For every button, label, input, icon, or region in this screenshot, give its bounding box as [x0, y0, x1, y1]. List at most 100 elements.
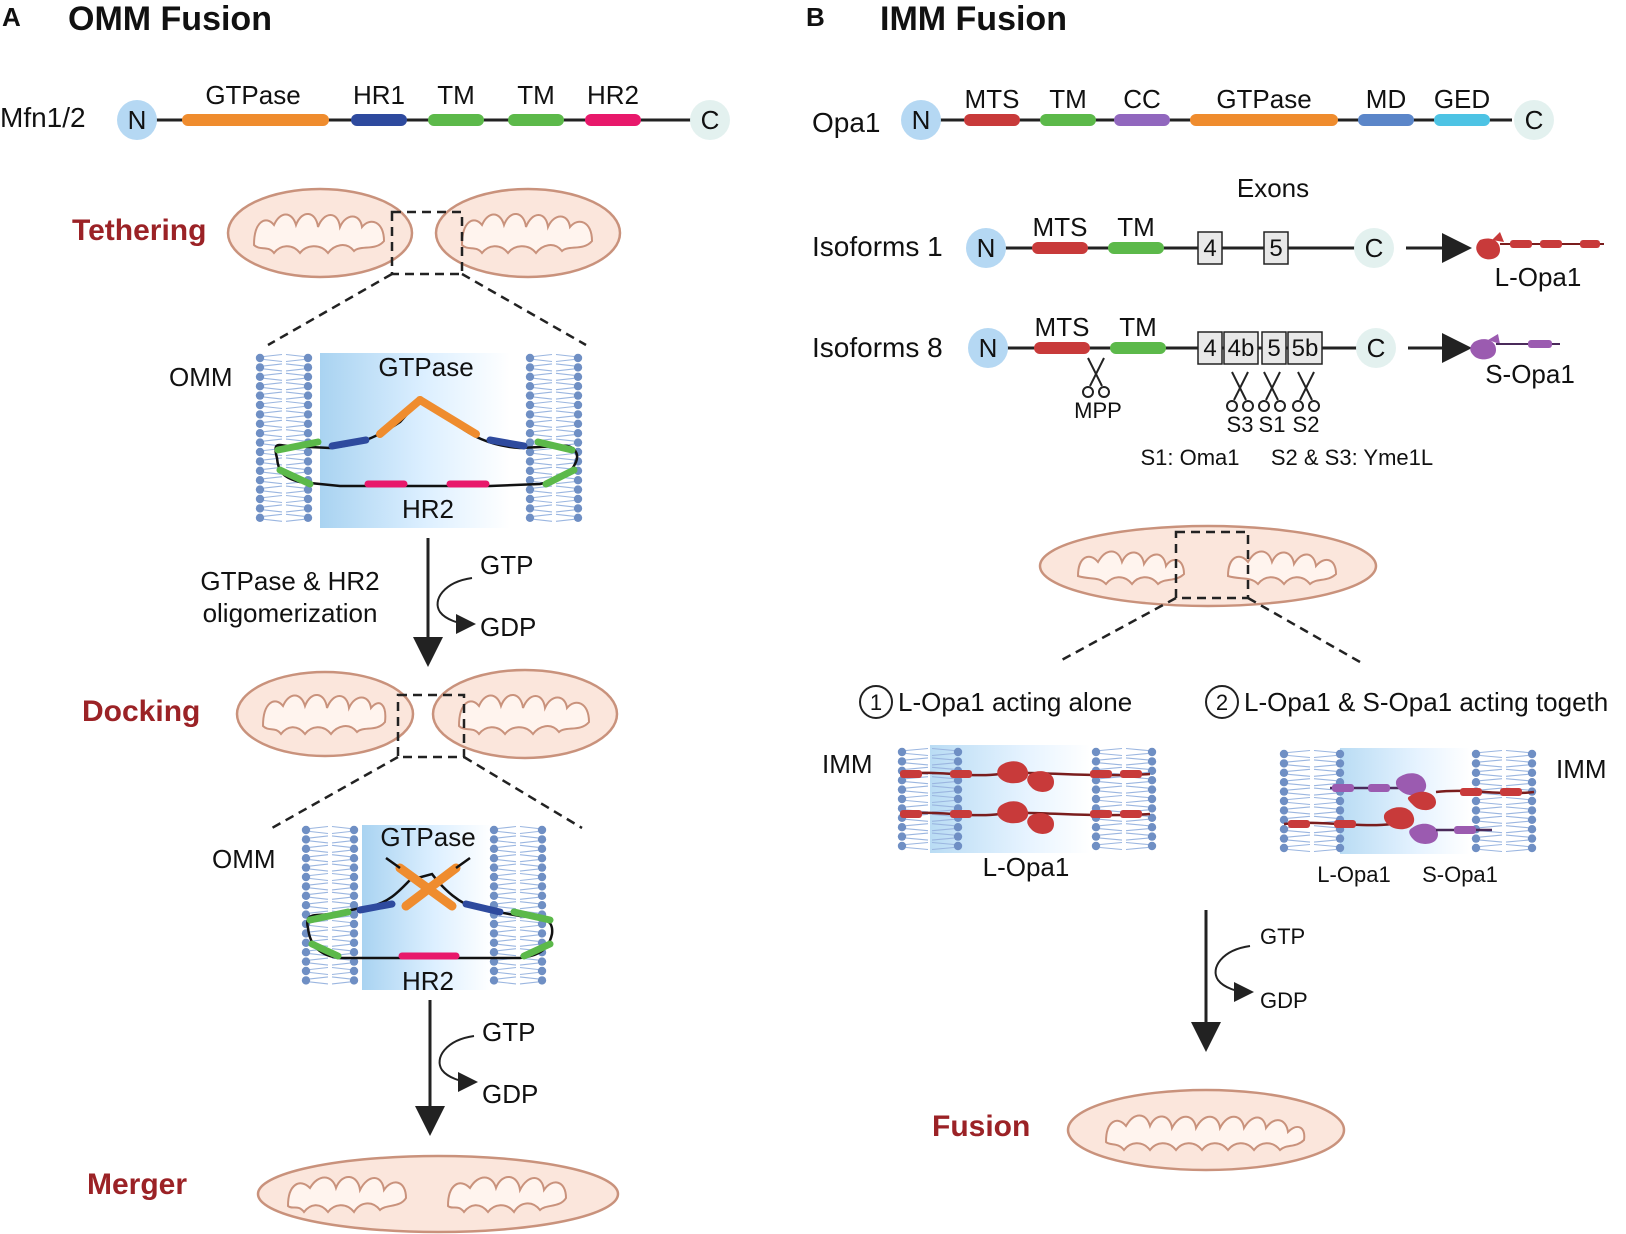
isoform-1-label: Isoforms 1	[812, 231, 943, 262]
mfn-hr2-domain	[585, 114, 641, 126]
exon-box	[1261, 331, 1287, 365]
opa1-domain-label-gtpase: GTPase	[1216, 84, 1311, 114]
isoform-8-row: Isoforms 8 N C MTS TM 4 4b 5 5b S-Opa1	[812, 312, 1575, 470]
l-opa1-s-opa1-pair-bottom	[1283, 807, 1492, 844]
isoform-8-n-term: N	[979, 333, 998, 363]
isoform-8-exon-4b: 4b	[1228, 335, 1255, 362]
mitochondrion-icon	[431, 668, 619, 760]
opa1-md-domain	[1358, 114, 1414, 126]
gtpase-label-docking: GTPase	[380, 822, 475, 852]
isoform-1-exon-4: 4	[1203, 235, 1216, 262]
mitochondrion-icon	[226, 187, 414, 279]
lipid-bilayer-right	[489, 825, 547, 985]
gtp-label-2: GTP	[482, 1017, 535, 1047]
l-opa1-dimer-top	[899, 761, 1151, 792]
lipid-bilayer-right	[1091, 747, 1157, 851]
isoform-1-n-term: N	[977, 233, 996, 263]
site-s1-label: S1	[1259, 412, 1286, 437]
c-terminus-icon	[1514, 100, 1554, 140]
mode-1-protein-label: L-Opa1	[983, 852, 1070, 882]
site-s2-label: S2	[1293, 412, 1320, 437]
mode-1-label: L-Opa1 acting alone	[898, 687, 1132, 717]
mfn-hr1-domain	[351, 114, 407, 126]
docking-mitochondria	[235, 668, 619, 830]
c-terminus-icon	[1354, 228, 1394, 268]
isoform-8-exon-5b: 5b	[1292, 335, 1319, 362]
mfn-domain-label-gtpase: GTPase	[205, 80, 300, 110]
docking-membrane-zoom: OMM GTPase HR2	[212, 822, 554, 996]
mode-2: 2 L-Opa1 & S-Opa1 acting togeth IMM L-Op…	[1205, 685, 1608, 887]
mfn-label: Mfn1/2	[0, 102, 86, 133]
gdp-label-1: GDP	[480, 612, 536, 642]
mitochondrion-icon	[434, 187, 622, 279]
scissors-icon	[1226, 371, 1254, 412]
lipid-bilayer-left	[255, 353, 313, 522]
mfn-domain-label-hr1: HR1	[353, 80, 405, 110]
merged-mitochondrion-icon	[256, 1154, 620, 1234]
docking-to-merger-arrow: GTP GDP	[415, 1000, 538, 1136]
zoom-box	[396, 693, 466, 759]
isoform-1-tm-domain	[1108, 242, 1164, 254]
mfn-n-term: N	[128, 105, 147, 135]
mode-2-label: L-Opa1 & S-Opa1 acting togeth	[1244, 687, 1608, 717]
oligomerization-label-line1: GTPase & HR2	[200, 566, 379, 596]
mode-1-number: 1	[870, 690, 882, 715]
opa1-domain-bar: Opa1 N C MTS TM CC GTPase MD GED	[812, 84, 1554, 140]
isoform-8-label: Isoforms 8	[812, 332, 943, 363]
omm-label-1: OMM	[169, 362, 233, 392]
tethering-mitochondria	[226, 187, 622, 347]
mfn-tm2-domain	[508, 114, 564, 126]
mode-1-number-badge	[859, 685, 893, 719]
isoform-1-row: Isoforms 1 N C MTS TM 4 5 L-Opa1	[812, 212, 1604, 292]
mfn-domain-label-hr2: HR2	[587, 80, 639, 110]
omm-label-2: OMM	[212, 844, 276, 874]
site-s3-label: S3	[1227, 412, 1254, 437]
exon-box	[1223, 331, 1259, 365]
n-terminus-icon	[966, 228, 1006, 268]
mfn-tm1-domain	[428, 114, 484, 126]
c-terminus-icon	[1356, 328, 1396, 368]
l-opa1-product-icon	[1476, 232, 1604, 260]
lipid-bilayer-left	[301, 825, 359, 985]
gtp-label-1: GTP	[480, 550, 533, 580]
panel-b-letter: B	[806, 2, 825, 32]
opa1-domain-label-tm: TM	[1049, 84, 1087, 114]
exon-box	[1197, 231, 1223, 265]
s-opa1-product-icon	[1470, 334, 1560, 360]
stage-fusion: Fusion	[932, 1110, 1030, 1143]
mpp-label: MPP	[1074, 398, 1122, 423]
isoform-8-tm-label: TM	[1119, 312, 1157, 342]
n-terminus-icon	[117, 100, 157, 140]
stage-docking: Docking	[82, 695, 200, 728]
imm-fusing-mitochondrion	[1038, 524, 1378, 608]
opa1-tm-domain	[1040, 114, 1096, 126]
imm-gdp-label: GDP	[1260, 988, 1308, 1013]
s-opa1-l-opa1-pair-top	[1330, 773, 1535, 811]
opa1-domain-label-mts: MTS	[965, 84, 1020, 114]
imm-fusion-arrow: GTP GDP	[1191, 910, 1308, 1052]
exons-label: Exons	[1237, 173, 1309, 203]
lipid-bilayer-left	[1279, 749, 1345, 853]
n-terminus-icon	[901, 100, 941, 140]
isoform-8-tm-domain	[1110, 342, 1166, 354]
lipid-bilayer-left	[897, 747, 963, 851]
fused-mitochondrion-icon	[1066, 1088, 1346, 1172]
mode-2-number-badge	[1205, 685, 1239, 719]
panel-a-title: OMM Fusion	[68, 0, 272, 38]
panel-a-letter: A	[2, 2, 21, 32]
hr2-label-docking: HR2	[402, 966, 454, 996]
lipid-bilayer-right	[525, 353, 583, 522]
protease-s2s3-label: S2 & S3: Yme1L	[1271, 445, 1433, 470]
imm-label-1: IMM	[822, 749, 873, 779]
mode-2-s-opa1-label: S-Opa1	[1422, 862, 1498, 887]
opa1-n-term: N	[912, 105, 931, 135]
protease-s1-label: S1: Oma1	[1140, 445, 1239, 470]
exon-box	[1197, 331, 1223, 365]
mfn-domain-bar: Mfn1/2 N C GTPase HR1 TM TM HR2	[0, 80, 730, 140]
mfn-gtpase-domain	[182, 114, 329, 126]
opa1-gtpase-domain	[1190, 114, 1338, 126]
isoform-1-tm-label: TM	[1117, 212, 1155, 242]
scissors-icon	[1082, 357, 1110, 398]
tethering-to-docking-arrow: GTP GDP GTPase & HR2 oligomerization	[200, 538, 536, 667]
